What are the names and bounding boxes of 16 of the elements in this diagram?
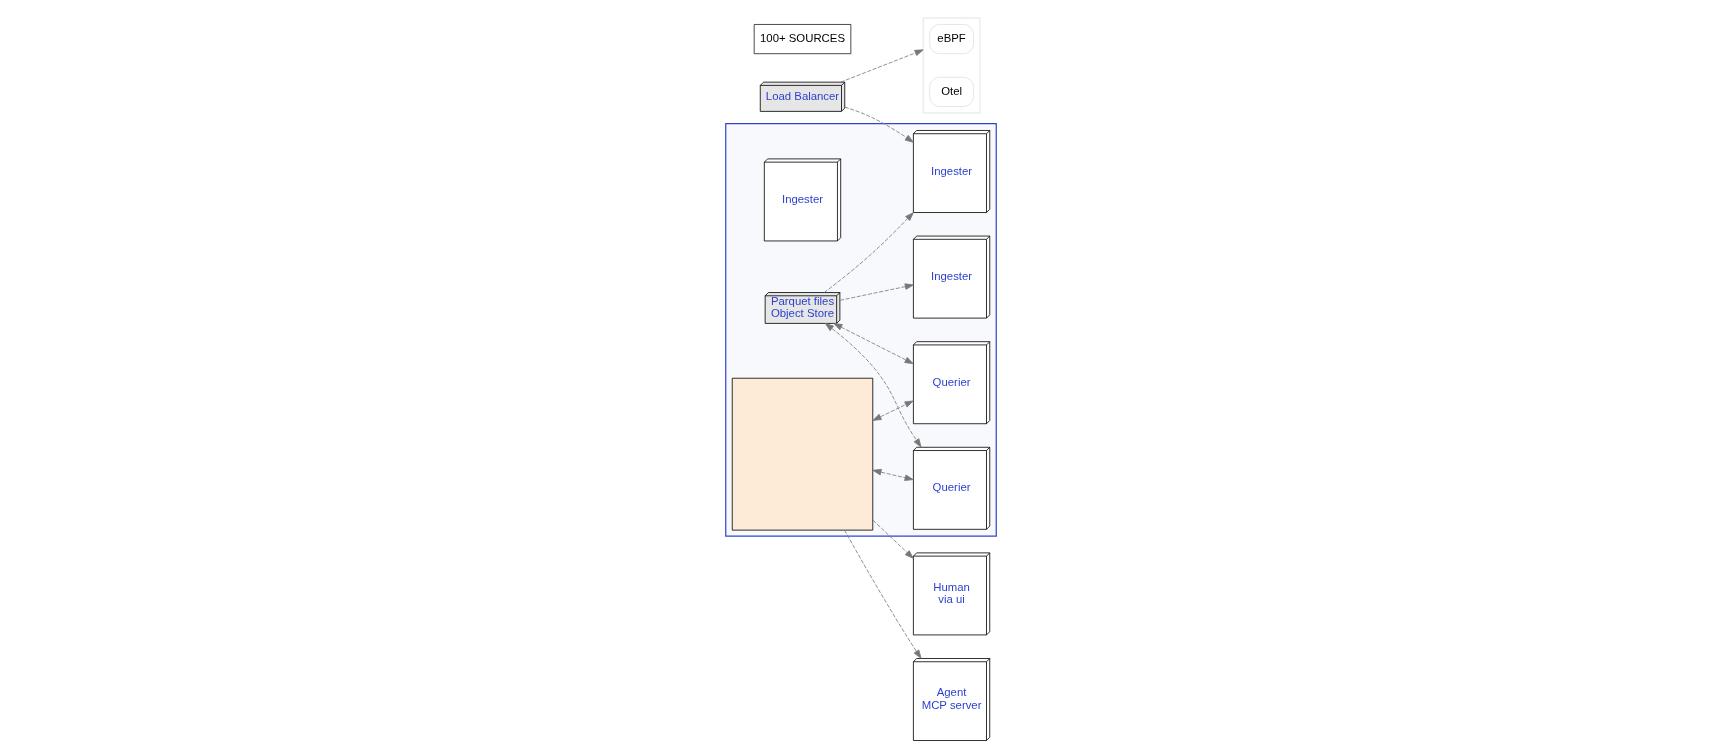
node-box: Otel — [928, 76, 974, 107]
arrow — [843, 106, 914, 143]
arrow — [843, 529, 921, 659]
cluster — [922, 17, 980, 114]
arrow — [872, 400, 914, 421]
arrow — [872, 468, 914, 481]
node-box: eBPF — [928, 24, 974, 55]
arrow — [824, 323, 921, 448]
arrow — [823, 212, 914, 293]
cluster — [724, 122, 997, 537]
arrow — [840, 49, 924, 83]
arrow — [832, 323, 914, 365]
node-box — [731, 377, 873, 531]
arrow — [872, 519, 914, 559]
arrow — [839, 283, 914, 301]
node-box: 100+ SOURCES — [753, 24, 851, 55]
